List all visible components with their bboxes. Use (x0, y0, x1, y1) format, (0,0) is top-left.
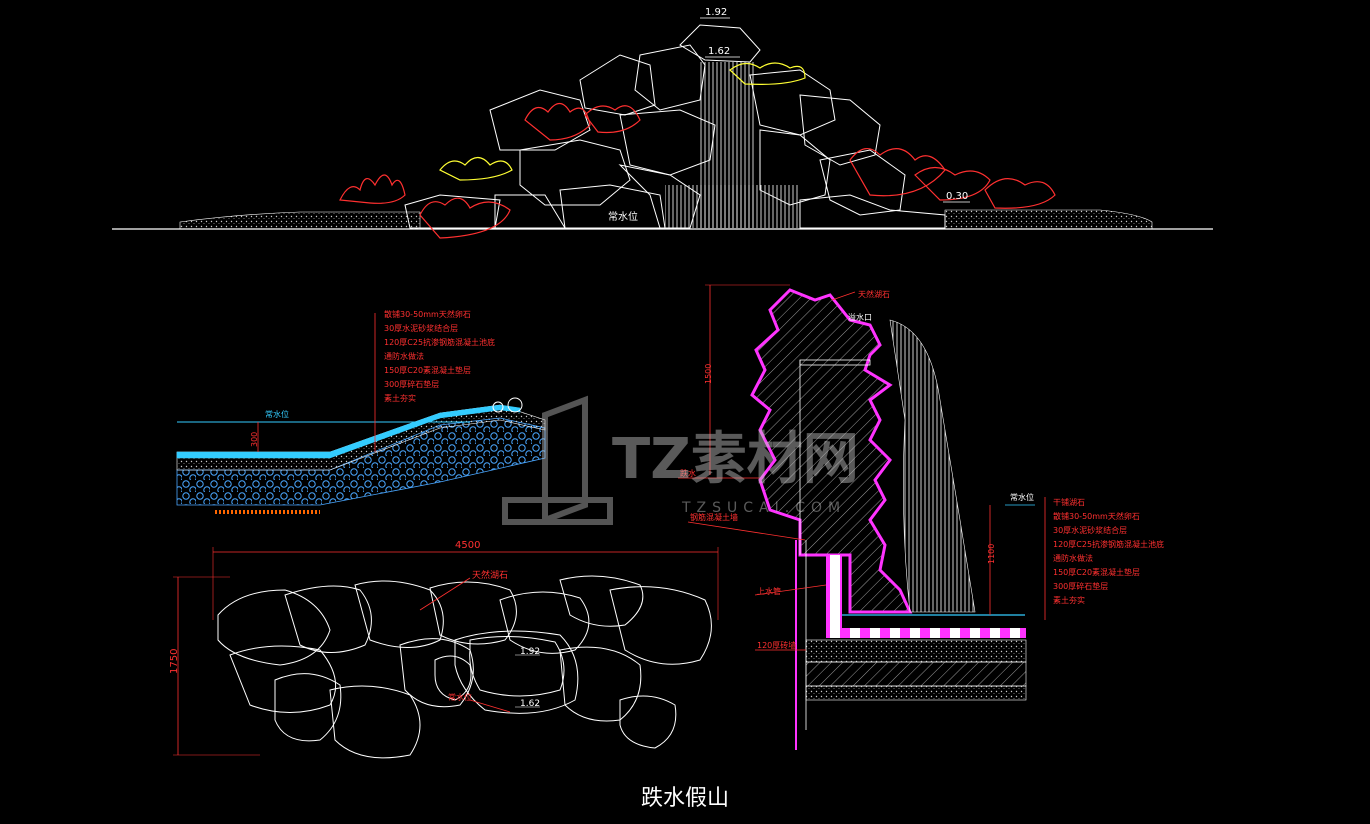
svg-text:150厚C20素混凝土垫层: 150厚C20素混凝土垫层 (1053, 567, 1140, 577)
plan-width-dim: 4500 (455, 540, 480, 551)
left-section-notes: 散铺30-50mm天然卵石 30厚水泥砂浆结合层 120厚C25抗渗钢筋混凝土池… (384, 309, 495, 403)
watermark-brand: TZ素材网 (612, 427, 859, 492)
ground-soil-left (179, 211, 421, 230)
svg-text:120厚C25抗渗钢筋混凝土池底: 120厚C25抗渗钢筋混凝土池底 (384, 337, 495, 347)
waterfall-lower (665, 185, 800, 228)
plan-water-label: 常水位 (448, 692, 472, 702)
plan-stone-label: 天然湖石 (472, 569, 508, 581)
left-water-mark: 常水位 (265, 409, 289, 419)
svg-text:干铺湖石: 干铺湖石 (1053, 497, 1085, 507)
elevation-plants-yellow (439, 62, 806, 181)
svg-text:散铺30-50mm天然卵石: 散铺30-50mm天然卵石 (384, 309, 471, 319)
svg-text:通防水做法: 通防水做法 (1053, 553, 1093, 563)
pool-base-band (826, 628, 1026, 638)
plan-depth-dim: 1750 (169, 649, 180, 674)
svg-text:300厚碎石垫层: 300厚碎石垫层 (1053, 581, 1108, 591)
right-pipe-label: 上水管 (757, 586, 781, 596)
elevation-view: 1.92 1.62 0.30 常水位 (112, 7, 1213, 239)
right-section-notes: 干铺湖石 散铺30-50mm天然卵石 30厚水泥砂浆结合层 120厚C25抗渗钢… (1053, 497, 1164, 605)
svg-text:120厚C25抗渗钢筋混凝土池底: 120厚C25抗渗钢筋混凝土池底 (1053, 539, 1164, 549)
left-depth-dim: 300 (250, 432, 259, 447)
elevation-plants-red (339, 102, 1056, 239)
plan-high-mark: 1.92 (520, 647, 540, 657)
plan-low-mark: 1.62 (520, 699, 540, 709)
watermark-url: TZSUCAI.COM (681, 500, 846, 516)
pipe-column (826, 555, 842, 635)
right-depth-dim: 1100 (987, 544, 996, 564)
right-left-label: 跌水 (680, 468, 696, 478)
svg-text:150厚C20素混凝土垫层: 150厚C20素混凝土垫层 (384, 365, 471, 375)
svg-text:30厚水泥砂浆结合层: 30厚水泥砂浆结合层 (384, 323, 458, 333)
top-elevation-mark: 1.92 (705, 7, 727, 18)
right-wall-label: 120厚砖墙 (757, 640, 796, 650)
svg-text:通防水做法: 通防水做法 (384, 351, 424, 361)
ground-soil-right (944, 209, 1153, 230)
watermark: TZ素材网 TZSUCAI.COM (502, 395, 859, 525)
upper-elevation-mark: 1.62 (708, 46, 730, 57)
svg-text:30厚水泥砂浆结合层: 30厚水泥砂浆结合层 (1053, 525, 1127, 535)
right-elevation-mark: 0.30 (946, 191, 968, 202)
elevation-water-level: 常水位 (608, 210, 638, 223)
plan-view: 4500 1750 天然湖石 1.92 常水位 (169, 540, 719, 759)
right-outlet-label: 溢水口 (848, 312, 872, 322)
plan-stones (217, 575, 712, 759)
right-top-label: 天然湖石 (858, 289, 890, 299)
svg-text:素土夯实: 素土夯实 (1053, 595, 1085, 605)
svg-text:散铺30-50mm天然卵石: 散铺30-50mm天然卵石 (1053, 511, 1140, 521)
drawing-title: 跌水假山 (640, 786, 729, 811)
svg-text:300厚碎石垫层: 300厚碎石垫层 (384, 379, 439, 389)
right-height-dim: 1500 (704, 364, 713, 384)
svg-text:素土夯实: 素土夯实 (384, 393, 416, 403)
right-water-level: 常水位 (1010, 492, 1034, 502)
pool-section-left: 散铺30-50mm天然卵石 30厚水泥砂浆结合层 120厚C25抗渗钢筋混凝土池… (176, 309, 546, 514)
right-mid-label: 钢筋混凝土墙 (690, 512, 738, 522)
elevation-marks: 1.92 1.62 0.30 常水位 (608, 7, 970, 223)
waterfall-section-right: 1500 天然湖石 溢水口 跌水 钢筋混凝土墙 上水管 120厚砖墙 常水位 1… (678, 284, 1164, 750)
